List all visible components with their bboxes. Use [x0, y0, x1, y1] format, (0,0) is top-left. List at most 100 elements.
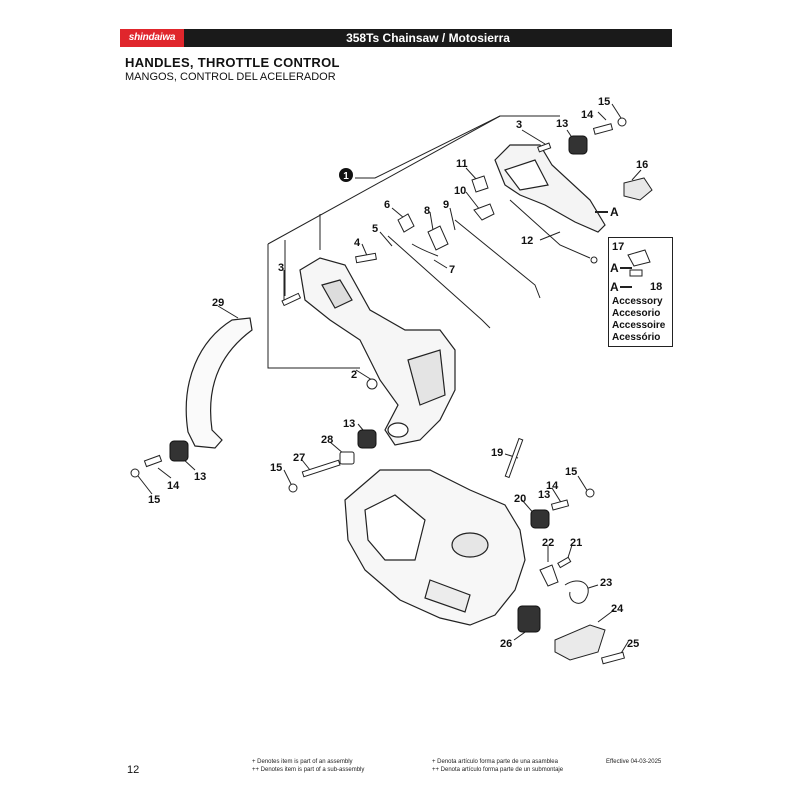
ref-marker-a: A: [610, 205, 619, 219]
part-label: 20: [514, 493, 526, 505]
bolt-27: [301, 459, 341, 478]
page-number: 12: [127, 764, 140, 776]
assembly-marker-label: 1: [343, 171, 349, 182]
part-label: 15: [148, 494, 160, 506]
front-handle-bar: [185, 317, 253, 449]
footer-line: + Denota artículo forma parte de una asa…: [432, 759, 558, 765]
part-label: 17: [612, 241, 624, 253]
part-label: 15: [270, 462, 282, 474]
footer-line: + Denotes item is part of an assembly: [252, 759, 353, 765]
part-label: 4: [354, 237, 361, 249]
part-18: [629, 269, 643, 277]
part-label: 12: [521, 235, 533, 247]
accessory-legend: Accessory Accesorio Accessoire Acessório: [612, 296, 665, 344]
crankcase: [344, 469, 526, 626]
screw-14-left: [143, 454, 163, 468]
part-label: 19: [491, 447, 503, 459]
screw-21: [557, 556, 572, 569]
screw-14-right: [550, 499, 570, 511]
footer-line: ++ Denota artículo forma parte de un sub…: [432, 767, 564, 773]
buffer-springs: [169, 135, 588, 633]
part-label: 18: [650, 281, 662, 293]
part-label: 8: [424, 205, 430, 217]
part-label: 15: [598, 96, 610, 108]
rear-handle: [494, 144, 606, 233]
part-10: [473, 203, 495, 221]
part-label: 27: [293, 452, 305, 464]
bushing-28: [339, 451, 355, 465]
footer-note-en: + Denotes item is part of an assembly ++…: [252, 758, 364, 774]
accessory-line: Accessory: [612, 296, 663, 307]
part-label: 15: [565, 466, 577, 478]
part-label: 22: [542, 537, 554, 549]
screw-25: [600, 651, 626, 665]
part-label: 14: [546, 480, 559, 492]
assembly-bracket-top: [355, 115, 560, 179]
part-8: [427, 225, 449, 251]
rod-9: [454, 219, 541, 299]
part-label: 13: [194, 471, 206, 483]
part-label: 6: [384, 199, 390, 211]
buffer-20: [530, 509, 550, 529]
brand-logo: shindaiwa: [120, 29, 184, 47]
handle-frame: [299, 257, 456, 446]
part-label: 29: [212, 297, 224, 309]
cover-16: [623, 177, 653, 201]
document-title: 358Ts Chainsaw / Motosierra: [346, 31, 510, 45]
washer-15-top: [617, 117, 627, 127]
part-label: 3: [516, 119, 522, 131]
spring-7: [411, 243, 439, 257]
screw-14-top: [592, 123, 614, 135]
screw-4: [355, 252, 377, 264]
spring-13-top: [568, 135, 588, 155]
part-label: 28: [321, 434, 333, 446]
assembly-bracket-left: [267, 244, 360, 369]
effective-date: Effective 04-03-2025: [606, 759, 662, 765]
section-subtitle: MANGOS, CONTROL DEL ACELERADOR: [125, 71, 336, 83]
accessory-line: Accessoire: [612, 320, 666, 331]
spring-13-mid: [357, 429, 377, 449]
page-header: shindaiwa 358Ts Chainsaw / Motosierra: [120, 29, 672, 47]
section-title: HANDLES, THROTTLE CONTROL: [125, 55, 340, 70]
part-6: [397, 213, 415, 233]
screw-3-left: [281, 292, 302, 307]
part-label: 25: [627, 638, 639, 650]
part-17: [627, 249, 651, 267]
accessory-box: [608, 237, 673, 347]
part-label: 23: [600, 577, 612, 589]
spring-23: [564, 580, 589, 604]
part-label: 13: [538, 489, 550, 501]
ref-marker-a: A: [610, 280, 619, 294]
assembly-marker: [339, 168, 353, 182]
part-label: 14: [581, 109, 594, 121]
part-label: 7: [449, 264, 455, 276]
accessory-line: Acessório: [612, 332, 661, 343]
rod-19: [504, 437, 524, 479]
part-label: 24: [611, 603, 624, 615]
washer-15-mid: [288, 483, 298, 493]
buffer-26: [517, 605, 541, 633]
accessory-line: Accesorio: [612, 308, 661, 319]
footer-note-es: + Denota artículo forma parte de una asa…: [432, 758, 563, 774]
part-label: 26: [500, 638, 512, 650]
part-labels: 2 3 3 4 5 6 7 8 9 10 11 12 13 13 13 13 1…: [148, 96, 662, 650]
part-label: 9: [443, 199, 449, 211]
spring-13-left: [169, 440, 189, 462]
part-11: [471, 175, 489, 193]
cover-24: [554, 624, 606, 661]
part-label: 2: [351, 369, 357, 381]
part-label: 16: [636, 159, 648, 171]
part-label: 14: [167, 480, 180, 492]
cable-12: [509, 199, 591, 259]
part-2: [366, 378, 378, 390]
part-label: 3: [278, 262, 284, 274]
part-label: 13: [343, 418, 355, 430]
part-label: 10: [454, 185, 466, 197]
rod-5: [387, 235, 491, 329]
lever-22: [539, 564, 559, 587]
part-label: 13: [556, 118, 568, 130]
washer-15-right: [585, 488, 595, 498]
screw-3-top: [537, 142, 552, 153]
washer-15-left: [130, 468, 140, 478]
